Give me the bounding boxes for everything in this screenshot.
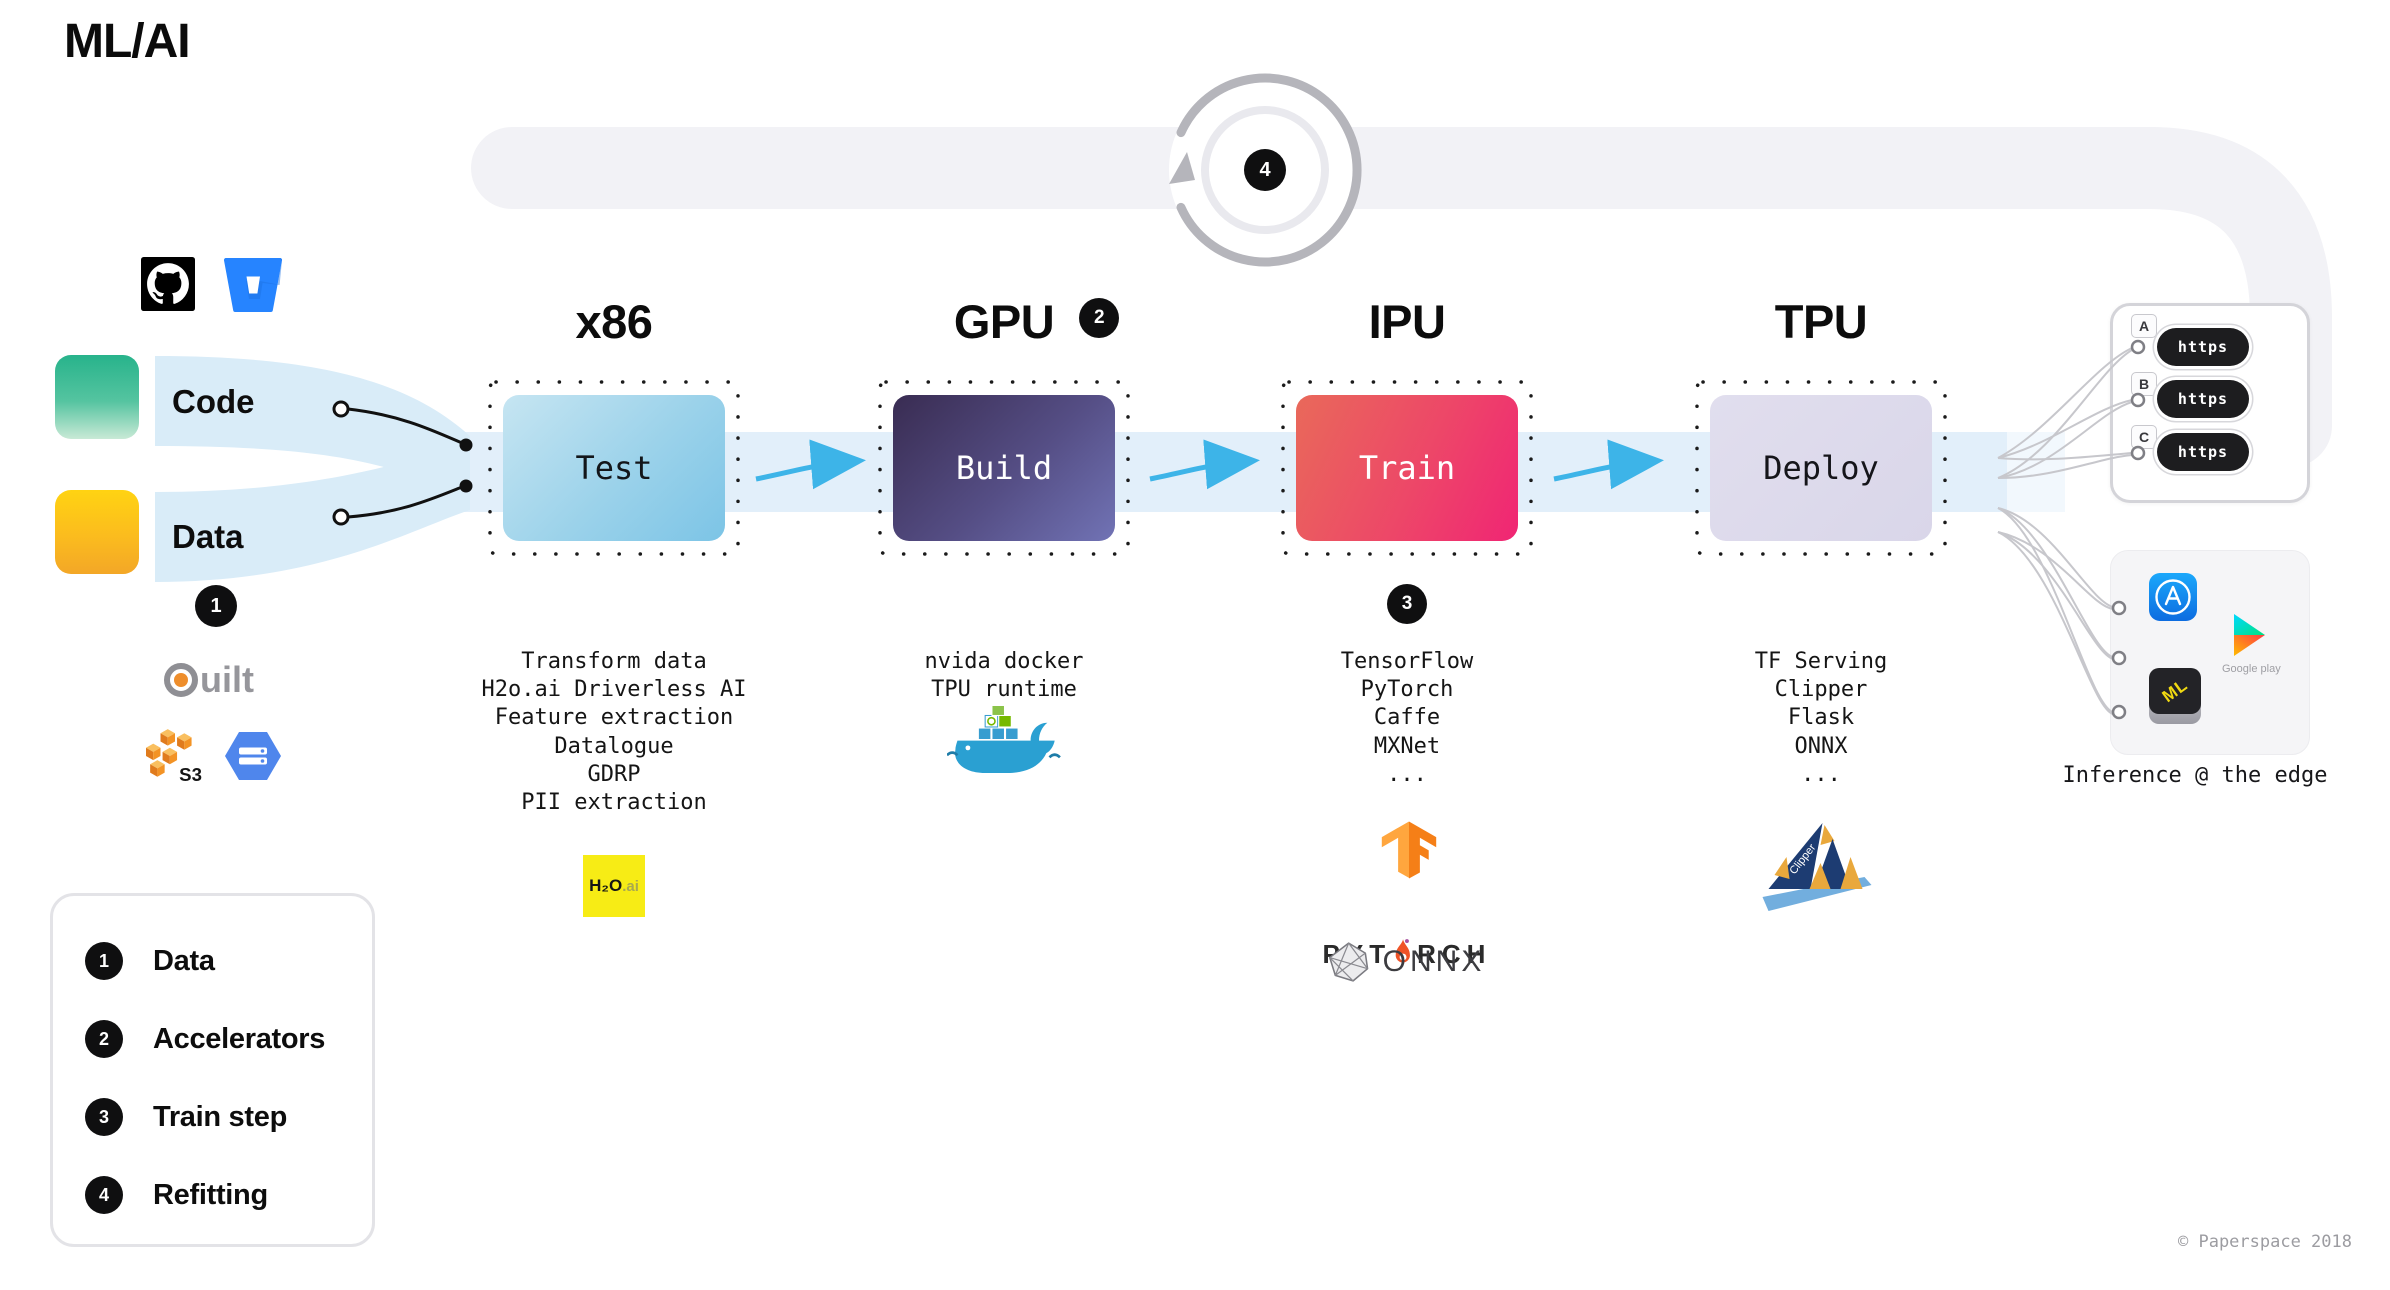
dotted-outlines [488, 380, 1947, 556]
legend-item-accelerators: 2 Accelerators [85, 1018, 372, 1060]
quilt-logo: uilt [164, 659, 254, 701]
bitbucket-icon [222, 256, 284, 314]
arrow-test-to-build [755, 439, 866, 490]
legend-item-data: 1 Data [85, 940, 372, 982]
arrow-build-to-train [1149, 439, 1260, 490]
edge-caption: Inference @ the edge [2062, 763, 2328, 788]
core-ml-icon: ML [2149, 668, 2201, 724]
app-store-icon [2149, 573, 2197, 621]
endpoint-pill-b: https [2157, 380, 2249, 418]
endpoint-pill-c: https [2157, 433, 2249, 471]
endpoint-label-a: A [2131, 314, 2157, 338]
google-cloud-storage-icon [224, 729, 282, 783]
endpoint-label-b: B [2131, 372, 2157, 396]
endpoint-pill-a: https [2157, 328, 2249, 366]
quilt-q-icon [164, 663, 198, 697]
legend-badge-2: 2 [85, 1020, 123, 1058]
legend-badge-3: 3 [85, 1098, 123, 1136]
legend-item-refitting: 4 Refitting [85, 1174, 372, 1216]
code-chip [55, 355, 139, 439]
arrow-train-to-deploy [1553, 439, 1664, 490]
data-connector-line [347, 485, 463, 519]
https-endpoints-card: A https B https C https [2110, 303, 2310, 503]
refit-loop-band [471, 127, 2332, 467]
stage-heading-tpu: TPU [1774, 295, 1868, 348]
docker-icon [947, 706, 1062, 795]
data-chip [55, 490, 139, 574]
google-play-icon [2229, 613, 2269, 657]
stage-heading-x86: x86 [575, 295, 653, 348]
tensorflow-icon [1375, 820, 1443, 880]
legend-badge-1: 1 [85, 942, 123, 980]
aws-s3-icon: S3 [146, 729, 204, 783]
stage-heading-gpu: GPU 2 [844, 294, 1164, 349]
data-band [155, 442, 470, 582]
legend-item-train-step: 3 Train step [85, 1096, 372, 1138]
onnx-logo: ONNX [1328, 942, 1486, 982]
s3-label: S3 [179, 764, 202, 783]
page-title: ML/AI [64, 15, 191, 68]
onnx-wordmark: ONNX [1382, 945, 1486, 978]
endpoint-label-c: C [2131, 425, 2157, 449]
build-stage-box: Build [893, 395, 1115, 541]
edge-devices-card: Google play ML [2110, 550, 2310, 755]
data-step-badge: 1 [195, 585, 237, 627]
legend-card: 1 Data 2 Accelerators 3 Train step 4 Ref… [50, 893, 375, 1247]
train-step-badge: 3 [1387, 584, 1427, 624]
train-stage-box: Train [1296, 395, 1518, 541]
legend-badge-4: 4 [85, 1176, 123, 1214]
quilt-wordmark: uilt [200, 659, 254, 700]
stage-heading-ipu: IPU [1368, 295, 1446, 348]
test-stage-box: Test [503, 395, 725, 541]
refitting-badge: 4 [1244, 149, 1286, 191]
google-play-label: Google play [2222, 663, 2281, 675]
h2o-ai-logo: H₂O.ai [583, 855, 645, 917]
copyright-credit: © Paperspace 2018 [2178, 1232, 2352, 1252]
pytorch-flame-icon [1395, 939, 1410, 963]
code-label: Code [172, 383, 255, 420]
data-label: Data [172, 518, 244, 555]
onnx-icon [1328, 942, 1369, 982]
github-icon [141, 257, 195, 311]
code-connector-line [347, 407, 463, 445]
deploy-stage-box: Deploy [1710, 395, 1932, 541]
accelerators-badge: 2 [1079, 298, 1119, 338]
clipper-logo: Clipper [1753, 817, 1881, 917]
